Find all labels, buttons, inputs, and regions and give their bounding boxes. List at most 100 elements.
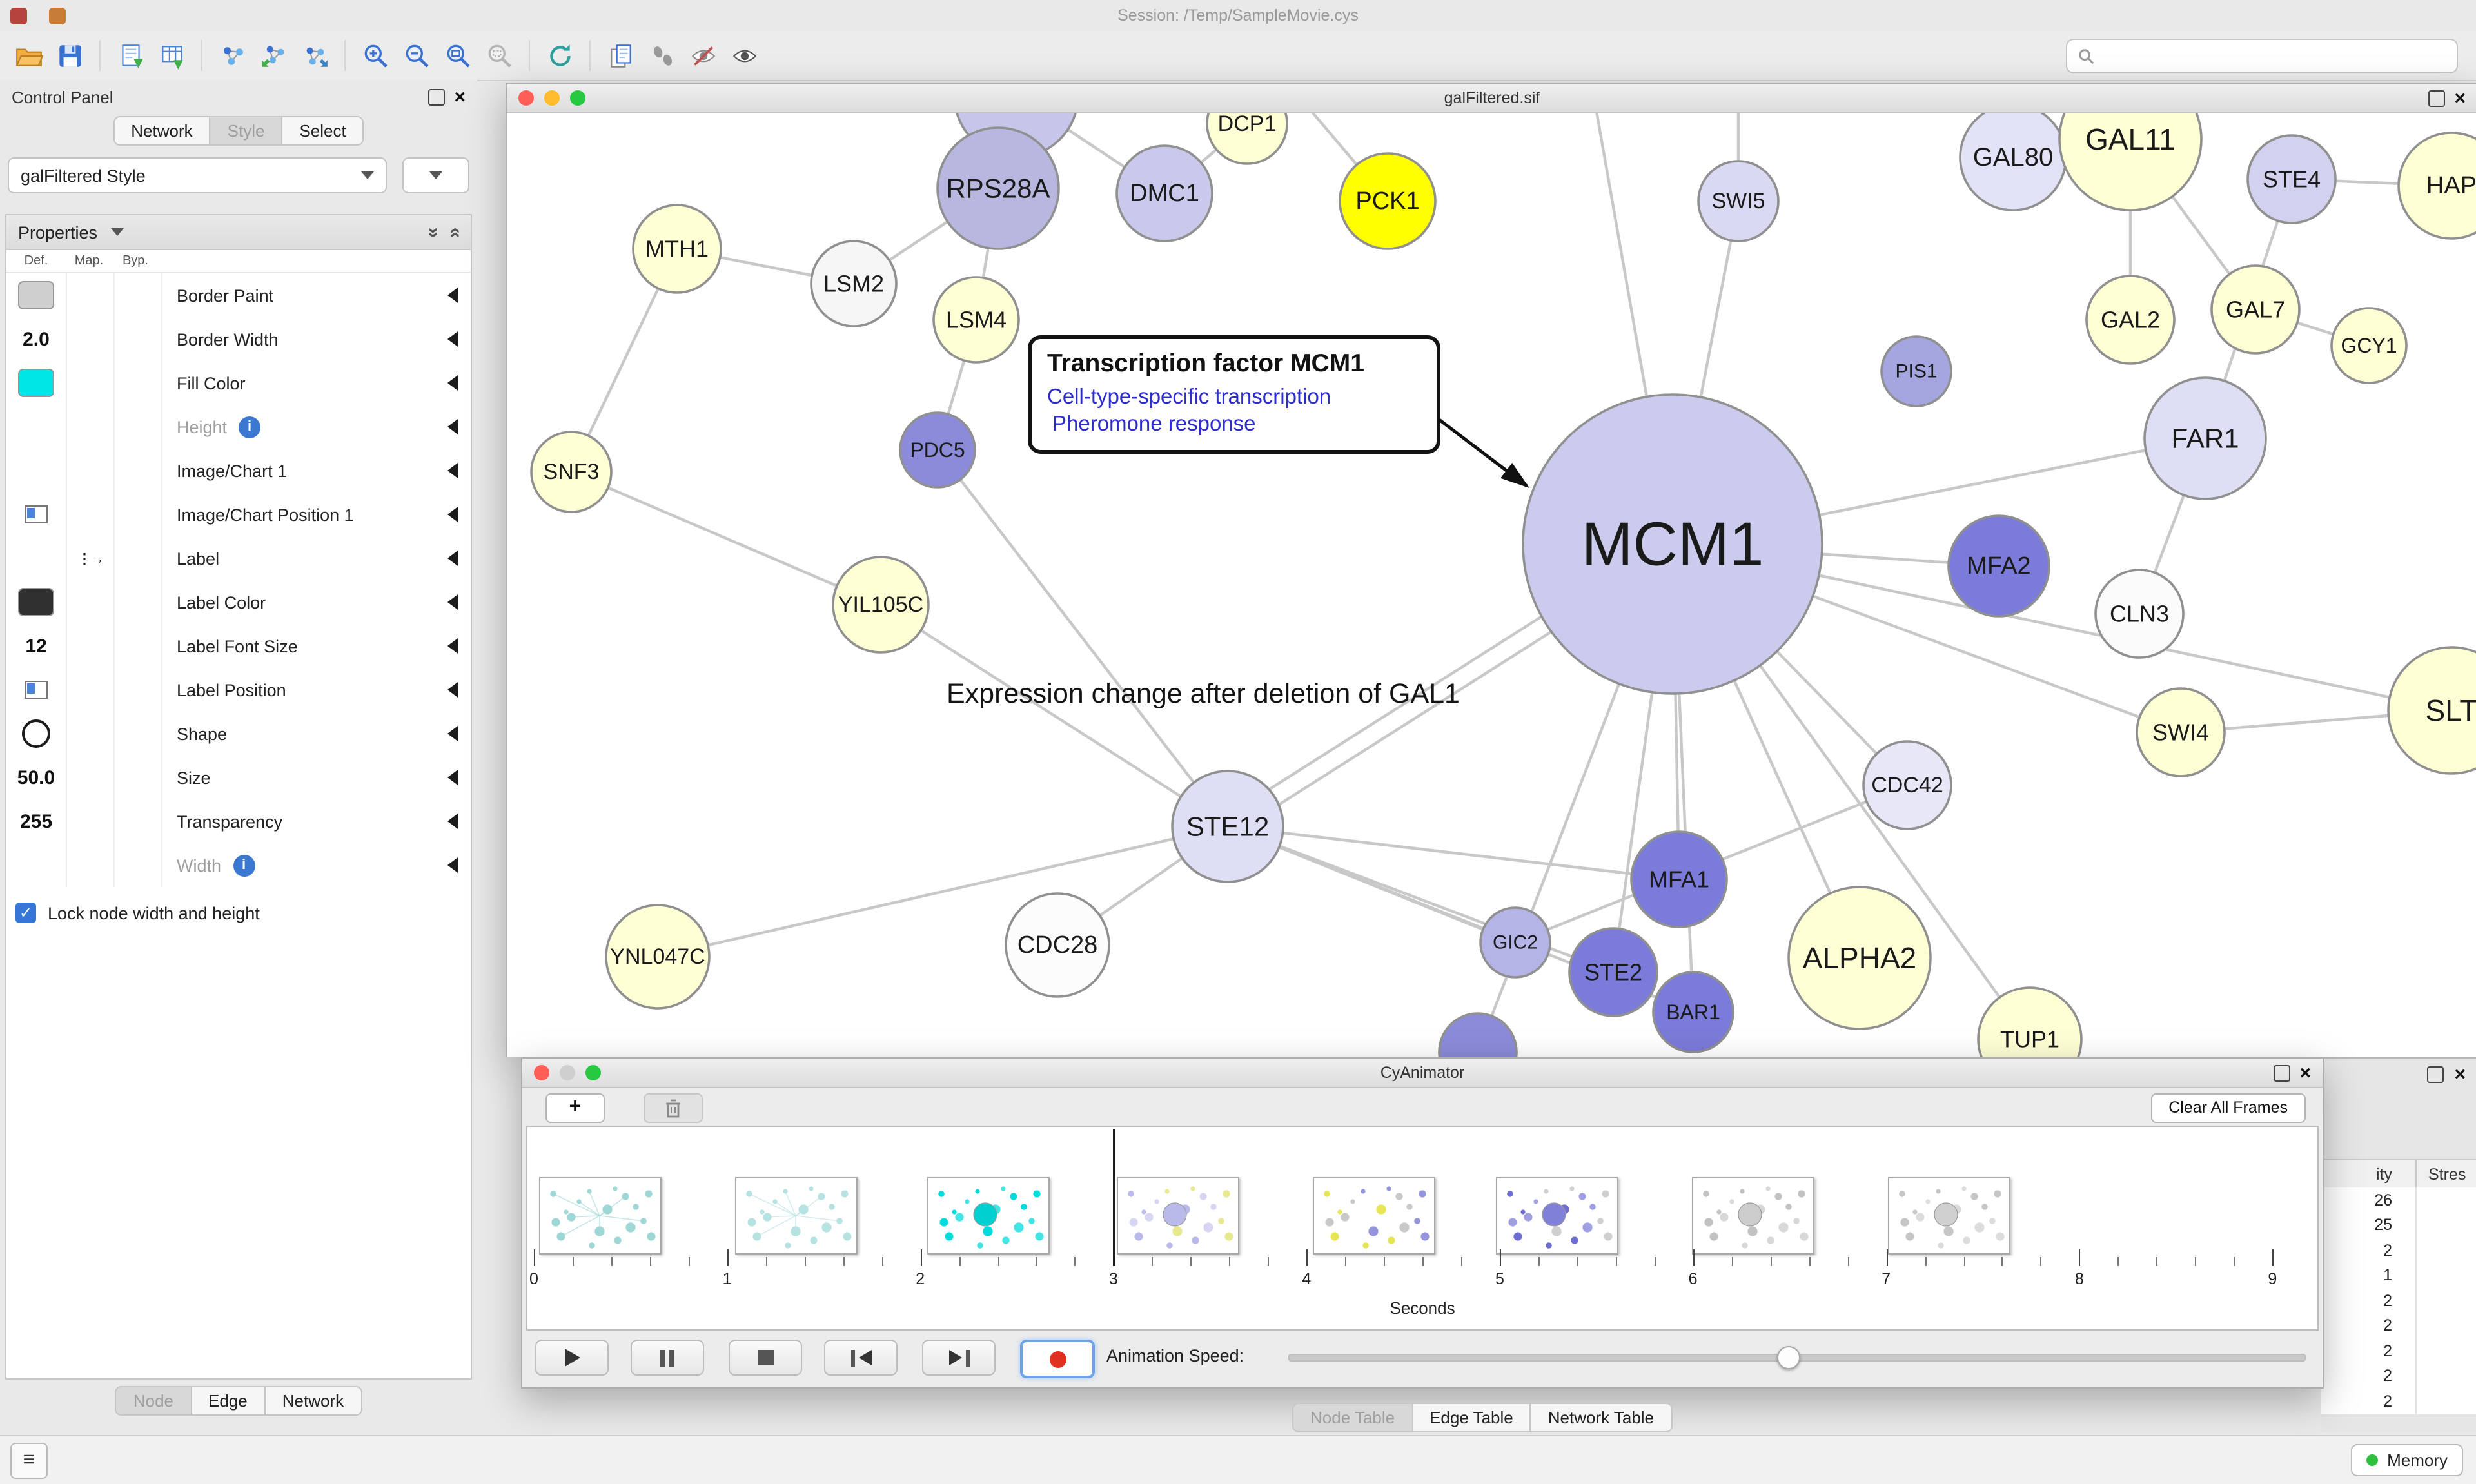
pause-button[interactable] [631,1340,704,1376]
default-value-cell[interactable] [6,493,67,536]
default-value-cell[interactable] [6,668,67,712]
stop-button[interactable] [729,1340,802,1376]
search-box[interactable] [2066,38,2458,73]
close-panel-icon[interactable]: × [454,86,466,108]
minimize-window-button[interactable] [544,90,560,106]
bypass-cell[interactable] [115,668,162,712]
bypass-cell[interactable] [115,361,162,405]
bypass-cell[interactable] [115,756,162,799]
default-value-cell[interactable] [6,273,67,317]
tab-node-table[interactable]: Node Table [1292,1403,1413,1432]
network-node-yil105c[interactable] [832,556,930,654]
close-window-icon[interactable]: × [2454,87,2466,109]
network-node-tup1[interactable] [1977,986,2083,1057]
network-node-mfa2[interactable] [1947,514,2050,618]
refresh-view-icon[interactable] [539,36,580,75]
timeline-playhead[interactable] [1113,1129,1115,1266]
color-swatch[interactable] [18,369,54,397]
skip-to-end-button[interactable] [922,1340,996,1376]
hide-selected-icon[interactable] [682,36,723,75]
table-row[interactable]: 2 [2321,1288,2476,1313]
property-row-border-paint[interactable]: Border Paint [6,273,471,317]
default-value-cell[interactable] [6,580,67,624]
zoom-fit-icon[interactable] [437,36,478,75]
mapping-cell[interactable] [67,712,115,756]
frame-thumbnail-5[interactable] [1496,1177,1618,1255]
float-window-icon[interactable] [2428,90,2446,106]
table-row[interactable]: 26 [2321,1187,2476,1213]
network-node-pck1[interactable] [1339,152,1437,250]
mapping-cell[interactable] [67,843,115,887]
network-node-cln3[interactable] [2094,569,2185,659]
bypass-cell[interactable] [115,449,162,493]
network-node-rps28a[interactable] [936,126,1060,250]
network-node-pdc5[interactable] [899,411,976,489]
default-value-cell[interactable] [6,536,67,580]
property-row-shape[interactable]: Shape [6,712,471,756]
zoom-window-button[interactable] [570,90,585,106]
float-window-icon[interactable] [2427,1066,2444,1083]
mapping-cell[interactable] [67,317,115,361]
table-column-ity[interactable]: ity [2321,1160,2417,1189]
default-value-cell[interactable]: 12 [6,624,67,668]
expand-all-icon[interactable]: » [442,226,465,238]
network-node-ste2[interactable] [1568,927,1658,1017]
close-window-button[interactable] [534,1065,549,1080]
import-network-icon[interactable] [253,36,294,75]
mapping-cell[interactable] [67,273,115,317]
close-window-icon[interactable]: × [2454,1064,2466,1086]
color-swatch[interactable] [18,281,54,309]
property-row-image-chart-1[interactable]: Image/Chart 1 [6,449,471,493]
table-row[interactable]: 2 [2321,1313,2476,1338]
color-swatch[interactable] [18,588,54,616]
bypass-cell[interactable] [115,624,162,668]
network-node-mth1[interactable] [632,204,722,294]
frame-thumbnail-4[interactable] [1313,1177,1435,1255]
expand-row-icon[interactable] [447,857,458,873]
mapping-cell[interactable] [67,405,115,449]
network-node-botp[interactable] [1438,1012,1518,1057]
export-network-icon[interactable] [294,36,335,75]
play-button[interactable] [535,1340,609,1376]
style-selector-dropdown[interactable]: galFiltered Style [8,157,387,193]
tab-edge-table[interactable]: Edge Table [1413,1403,1531,1432]
frame-thumbnail-6[interactable] [1692,1177,1814,1255]
info-icon[interactable]: i [239,416,261,438]
network-node-cdc42[interactable] [1862,740,1952,830]
save-session-icon[interactable] [49,36,90,75]
property-row-image-chart-position-1[interactable]: Image/Chart Position 1 [6,493,471,536]
expand-row-icon[interactable] [447,682,458,698]
show-panels-icon[interactable]: ≡ [10,1443,48,1479]
network-node-swi4[interactable] [2136,687,2226,777]
network-node-cdc28[interactable] [1005,892,1110,998]
property-row-label-position[interactable]: Label Position [6,668,471,712]
tab-network[interactable]: Network [113,116,211,146]
network-node-alpha2[interactable] [1787,886,1932,1030]
bypass-cell[interactable] [115,843,162,887]
close-window-icon[interactable]: × [2299,1062,2311,1084]
expand-row-icon[interactable] [447,288,458,303]
bypass-cell[interactable] [115,712,162,756]
bypass-cell[interactable] [115,536,162,580]
delete-frame-button[interactable] [644,1093,703,1122]
default-value-cell[interactable]: 2.0 [6,317,67,361]
table-row[interactable]: 1 [2321,1263,2476,1288]
minimize-window-button[interactable] [560,1065,575,1080]
table-row[interactable]: 2 [2321,1238,2476,1263]
network-node-snf3[interactable] [530,431,613,513]
table-row[interactable]: 2 [2321,1389,2476,1414]
frame-thumbnail-3[interactable] [1117,1177,1239,1255]
network-node-far1[interactable] [2143,376,2267,500]
style-options-button[interactable] [402,157,469,193]
frame-thumbnail-0[interactable] [539,1177,662,1255]
frame-thumbnail-2[interactable] [927,1177,1050,1255]
table-column-stress[interactable]: Stres [2428,1166,2466,1184]
properties-header[interactable]: Properties » » [6,215,471,250]
property-row-fill-color[interactable]: Fill Color [6,361,471,405]
bypass-cell[interactable] [115,317,162,361]
